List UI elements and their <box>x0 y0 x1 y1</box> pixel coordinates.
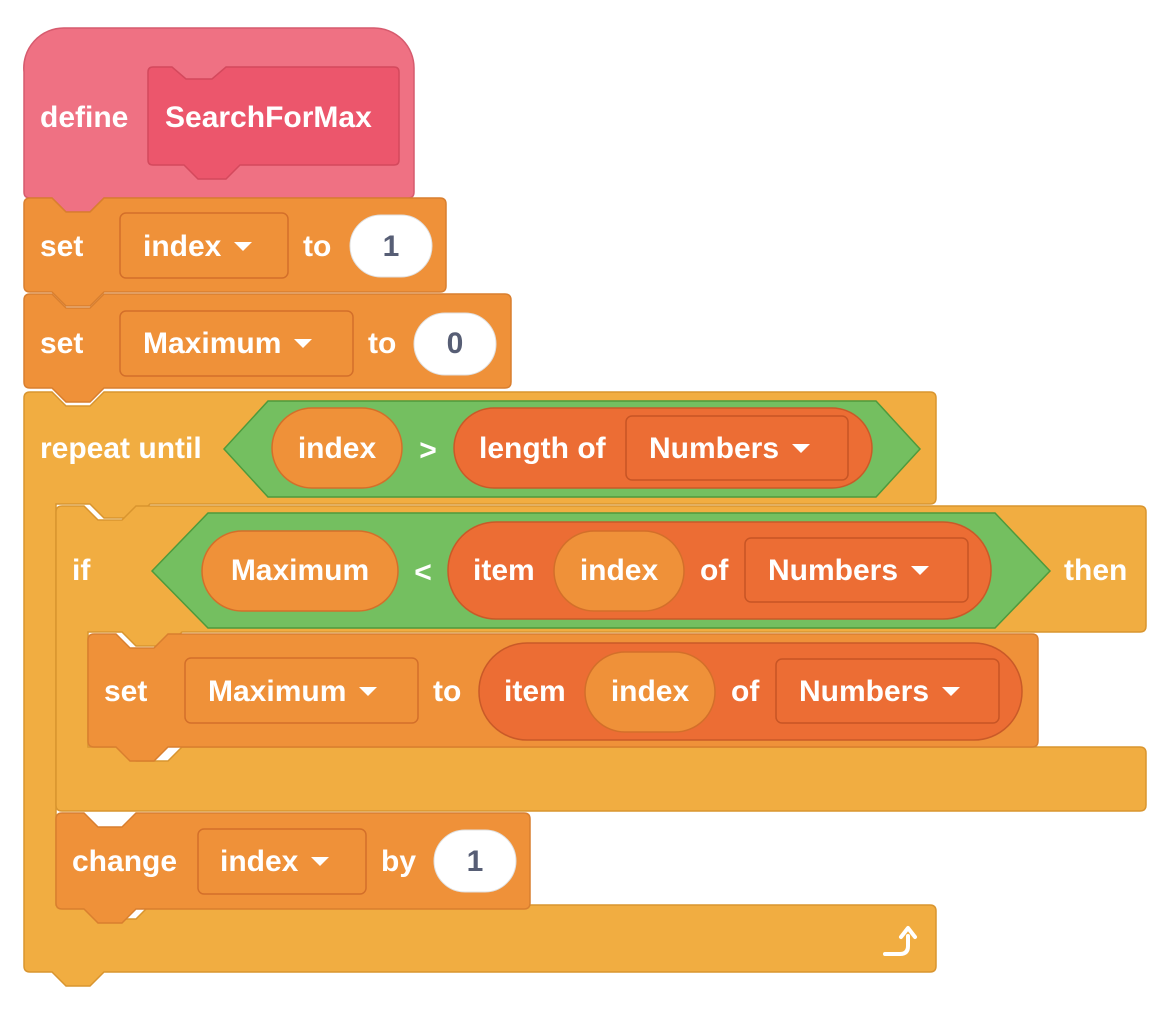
if-keyword: if <box>72 554 91 587</box>
then-keyword: then <box>1064 554 1128 587</box>
set-keyword: set <box>104 675 148 708</box>
define-keyword: define <box>40 101 129 134</box>
index-variable-dropdown[interactable] <box>119 212 289 279</box>
numbers-list-label[interactable]: Numbers <box>799 677 961 707</box>
procedure-prototype-block <box>147 66 400 180</box>
of-label: of <box>731 675 760 708</box>
maximum-reporter-label: Maximum <box>230 554 370 587</box>
index-reporter-label: index <box>297 432 377 465</box>
index-variable-label[interactable]: index <box>143 232 253 262</box>
dropdown-caret-icon <box>359 687 378 697</box>
numbers-list-label[interactable]: Numbers <box>768 556 930 586</box>
dropdown-caret-icon <box>792 444 811 454</box>
maximum-variable-dropdown[interactable] <box>119 310 354 377</box>
dropdown-caret-icon <box>942 687 961 697</box>
item-label: item <box>473 554 535 587</box>
set-keyword: set <box>40 230 84 263</box>
index-reporter-3[interactable] <box>584 651 716 733</box>
value-input-0[interactable] <box>413 312 497 376</box>
maximum-variable-dropdown-2[interactable] <box>184 657 419 724</box>
dropdown-caret-icon <box>234 242 253 252</box>
index-variable-dropdown-2[interactable] <box>197 828 367 895</box>
index-reporter-1[interactable] <box>271 407 403 489</box>
repeat-until-keyword: repeat until <box>40 432 202 465</box>
dropdown-caret-icon <box>311 857 330 867</box>
numbers-list-dropdown-3[interactable] <box>775 658 1000 724</box>
value-input-1[interactable] <box>349 214 433 278</box>
procedure-name: SearchForMax <box>165 101 372 134</box>
dropdown-caret-icon <box>294 339 313 349</box>
greater-than-symbol: > <box>419 434 437 467</box>
dropdown-caret-icon <box>911 566 930 576</box>
by-label: by <box>381 845 417 878</box>
numbers-list-dropdown-1[interactable] <box>625 415 849 481</box>
maximum-reporter[interactable] <box>201 530 399 612</box>
to-label: to <box>368 327 397 360</box>
loop-arrow-icon <box>883 926 917 956</box>
maximum-variable-label[interactable]: Maximum <box>143 329 313 359</box>
index-reporter-label: index <box>579 554 659 587</box>
to-label: to <box>303 230 332 263</box>
set-keyword: set <box>40 327 84 360</box>
value-0-text[interactable]: 0 <box>446 327 464 360</box>
to-label: to <box>433 675 462 708</box>
value-input-change-1[interactable] <box>433 829 517 893</box>
length-of-label: length of <box>479 432 606 465</box>
maximum-variable-label[interactable]: Maximum <box>208 677 378 707</box>
of-label: of <box>700 554 729 587</box>
index-reporter-label: index <box>610 675 690 708</box>
value-change-text[interactable]: 1 <box>466 845 484 878</box>
index-reporter-2[interactable] <box>553 530 685 612</box>
less-than-symbol: < <box>414 556 432 589</box>
numbers-list-label[interactable]: Numbers <box>649 434 811 464</box>
index-variable-label[interactable]: index <box>220 847 330 877</box>
numbers-list-dropdown-2[interactable] <box>744 537 969 603</box>
value-1-text[interactable]: 1 <box>382 230 400 263</box>
change-keyword: change <box>72 845 178 878</box>
item-label: item <box>504 675 566 708</box>
